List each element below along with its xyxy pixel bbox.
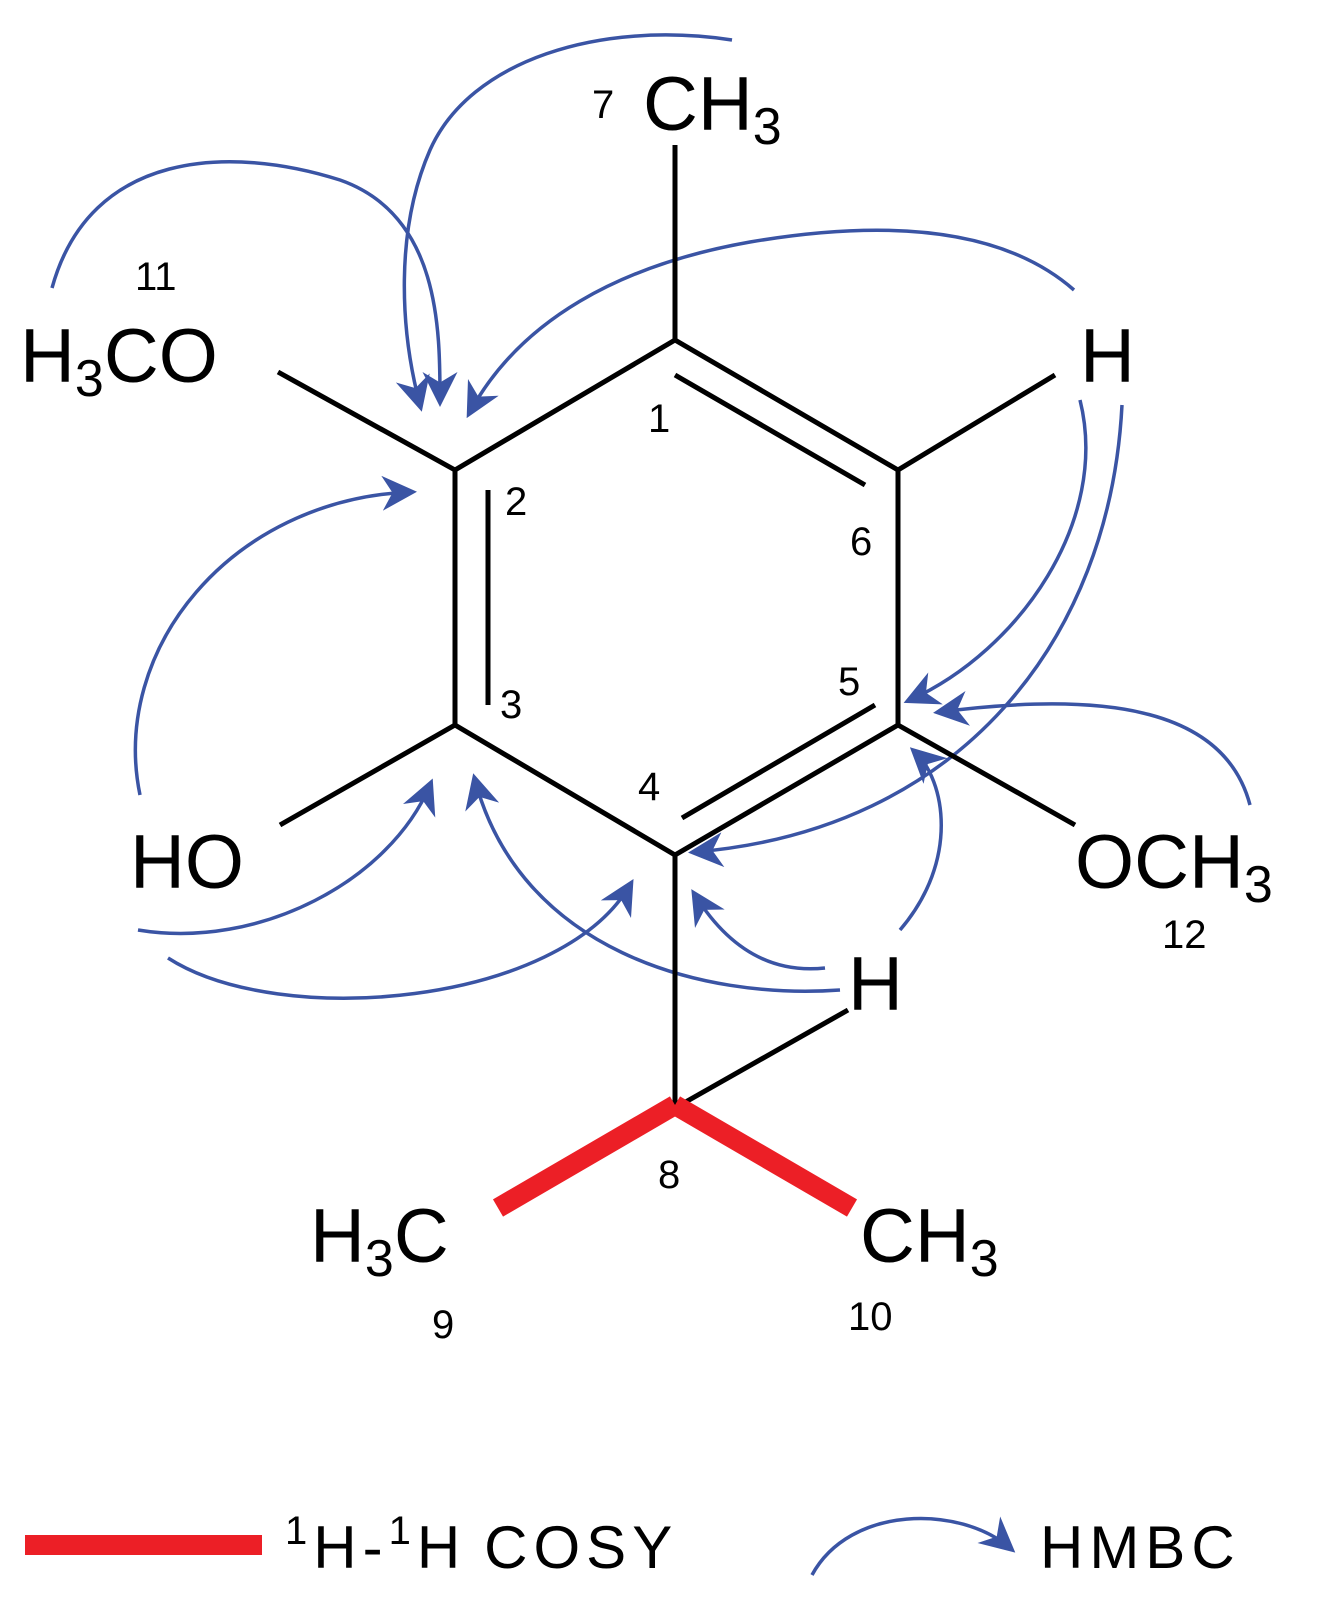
hmbc-h8-to-c5 bbox=[898, 747, 948, 932]
hmbc-h6-to-c4 bbox=[688, 404, 1124, 868]
bond-c8-h bbox=[673, 1007, 850, 1111]
hmbc-h8-to-c4 bbox=[691, 889, 826, 971]
number-4: 4 bbox=[638, 765, 660, 809]
hmbc-h12-to-c5 bbox=[933, 691, 1252, 806]
label-h-mid: H bbox=[848, 942, 903, 1027]
label-h-top: H bbox=[1080, 314, 1135, 399]
number-2: 2 bbox=[505, 480, 527, 524]
cosy-bonds bbox=[492, 1096, 858, 1217]
label-ho: HO bbox=[130, 820, 244, 905]
legend-hmbc-label: HMBC bbox=[1040, 1514, 1241, 1581]
bond-c6-h bbox=[896, 372, 1057, 473]
bond-c4-c5 bbox=[673, 722, 900, 858]
label-h3c: H3C bbox=[310, 1194, 449, 1288]
hmbc-oh-to-c3 bbox=[137, 778, 436, 936]
label-h3co: H3CO bbox=[20, 314, 218, 408]
bond-c1-c6-inner bbox=[673, 372, 867, 488]
number-5: 5 bbox=[838, 660, 860, 704]
hmbc-h6-to-c2 bbox=[466, 228, 1076, 419]
cosy-c8-c9 bbox=[492, 1096, 681, 1217]
number-10: 10 bbox=[848, 1295, 893, 1339]
hmbc-oh-to-c4 bbox=[167, 878, 634, 1000]
bond-c1-c2 bbox=[453, 337, 677, 473]
label-ch3-bottom: CH3 bbox=[860, 1194, 999, 1288]
bond-c3-c4 bbox=[453, 722, 677, 858]
hmbc-h11-to-c2 bbox=[50, 160, 458, 407]
number-12: 12 bbox=[1162, 913, 1207, 957]
number-8: 8 bbox=[658, 1153, 680, 1197]
bond-c4-c5-inner bbox=[680, 702, 877, 821]
bond-c1-c6 bbox=[673, 337, 900, 473]
number-3: 3 bbox=[500, 683, 522, 727]
legend-hmbc-arrow bbox=[810, 1516, 1016, 1576]
number-6: 6 bbox=[850, 520, 872, 564]
number-1: 1 bbox=[648, 397, 670, 441]
hmbc-h7-to-c2 bbox=[395, 33, 733, 412]
label-och3: OCH3 bbox=[1075, 820, 1273, 914]
bond-c3-oh bbox=[278, 722, 457, 828]
hmbc-oh-to-c2 bbox=[133, 475, 417, 796]
number-9: 9 bbox=[432, 1303, 454, 1347]
bond-c2-o11 bbox=[276, 369, 457, 473]
hmbc-arrows bbox=[50, 33, 1252, 1000]
cosy-c8-c10 bbox=[669, 1096, 858, 1217]
number-7: 7 bbox=[592, 83, 614, 127]
atom-labels: CH3 H3CO H HO OCH3 H H3C CH3 bbox=[20, 62, 1273, 1288]
hmbc-h8-to-c3 bbox=[465, 773, 841, 993]
number-11: 11 bbox=[135, 255, 177, 299]
hmbc-h6-to-c5 bbox=[903, 399, 1088, 705]
bond-c5-o12 bbox=[896, 722, 1077, 828]
atom-numbers: 1 2 3 4 5 6 7 8 9 10 11 12 bbox=[135, 83, 1207, 1347]
label-ch3-top: CH3 bbox=[643, 62, 782, 156]
bonds bbox=[276, 145, 1077, 1111]
